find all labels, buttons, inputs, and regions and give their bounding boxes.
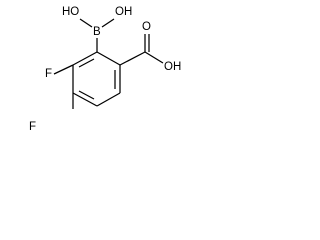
ring-double-bond-inner-3	[78, 58, 95, 68]
boronic-hydroxyl-left-label: HO	[62, 6, 79, 18]
fluorine-upper-label: F	[45, 68, 52, 80]
bond-ring-f-upper	[53, 64, 74, 75]
bond-b-oh-left	[79, 18, 93, 28]
bond-b-oh-right	[101, 18, 115, 28]
ring-bond-c4-c5	[72, 92, 98, 107]
carboxyl-hydroxyl-label: OH	[164, 61, 181, 73]
ring-bond-c3-c4	[96, 92, 121, 107]
ring-bond-c6-c1	[72, 51, 98, 66]
structure-drawing: B HO OH O OH F F	[0, 0, 198, 157]
bond-carboxyl-oh	[144, 51, 164, 64]
ring-bond-c1-c2	[96, 51, 121, 66]
boron-label: B	[93, 26, 101, 38]
benzene-ring	[72, 51, 121, 107]
boronic-acid-group: B HO OH	[62, 6, 132, 52]
fluorine-lower-label: F	[29, 121, 36, 133]
carboxylic-acid-group: O OH	[119, 21, 181, 73]
carbonyl-oxygen-label: O	[142, 21, 151, 33]
molecule-svg: B HO OH O OH F F	[29, 6, 181, 133]
boronic-hydroxyl-right-label: OH	[115, 6, 132, 18]
ring-double-bond-inner-2	[78, 90, 95, 100]
bond-ring-carboxyl-c	[119, 51, 146, 66]
fluorine-substituents: F F	[29, 64, 74, 133]
